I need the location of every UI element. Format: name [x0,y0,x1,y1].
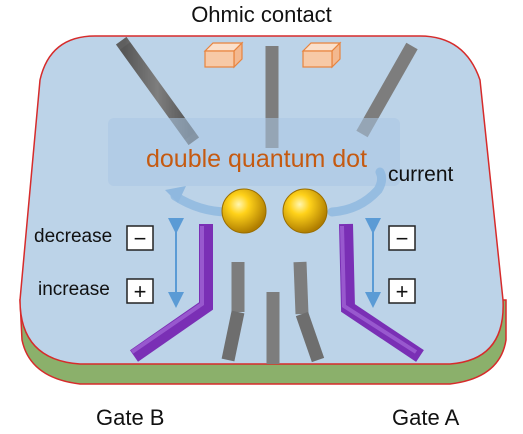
current-label: current [388,163,454,186]
ohmic-contact-left [203,41,244,69]
gate-b-minus-symbol: − [134,226,147,251]
gate-a-label: Gate A [392,405,460,430]
decrease-label: decrease [34,226,113,247]
gate-lower-left [221,262,245,362]
quantum-dot-left [221,188,267,234]
gate-a-plus-box: + [388,278,416,304]
gate-lower-right [293,261,325,363]
highlight-band [108,118,400,186]
gate-a-plus-symbol: + [396,279,409,304]
current-arrowhead-left [165,186,186,203]
quantum-dot-right [282,188,328,234]
increase-label: increase [38,279,110,300]
gate-a-minus-box: − [388,225,416,251]
gate-a-minus-symbol: − [396,226,409,251]
gate-b-minus-box: − [126,225,154,251]
gate-b-electrode-shade [130,226,204,354]
gate-a-electrode-shade [340,225,418,354]
gate-b-electrode [130,224,213,362]
current-arrow-right [327,167,387,217]
gate-b-plus-symbol: + [134,279,147,304]
ohmic-contact-right [301,41,342,69]
gate-b-plus-box: + [126,278,154,304]
double-quantum-dot-label: double quantum dot [146,145,368,173]
ohmic-contact-label: Ohmic contact [191,2,332,27]
gate-b-label: Gate B [96,405,165,430]
